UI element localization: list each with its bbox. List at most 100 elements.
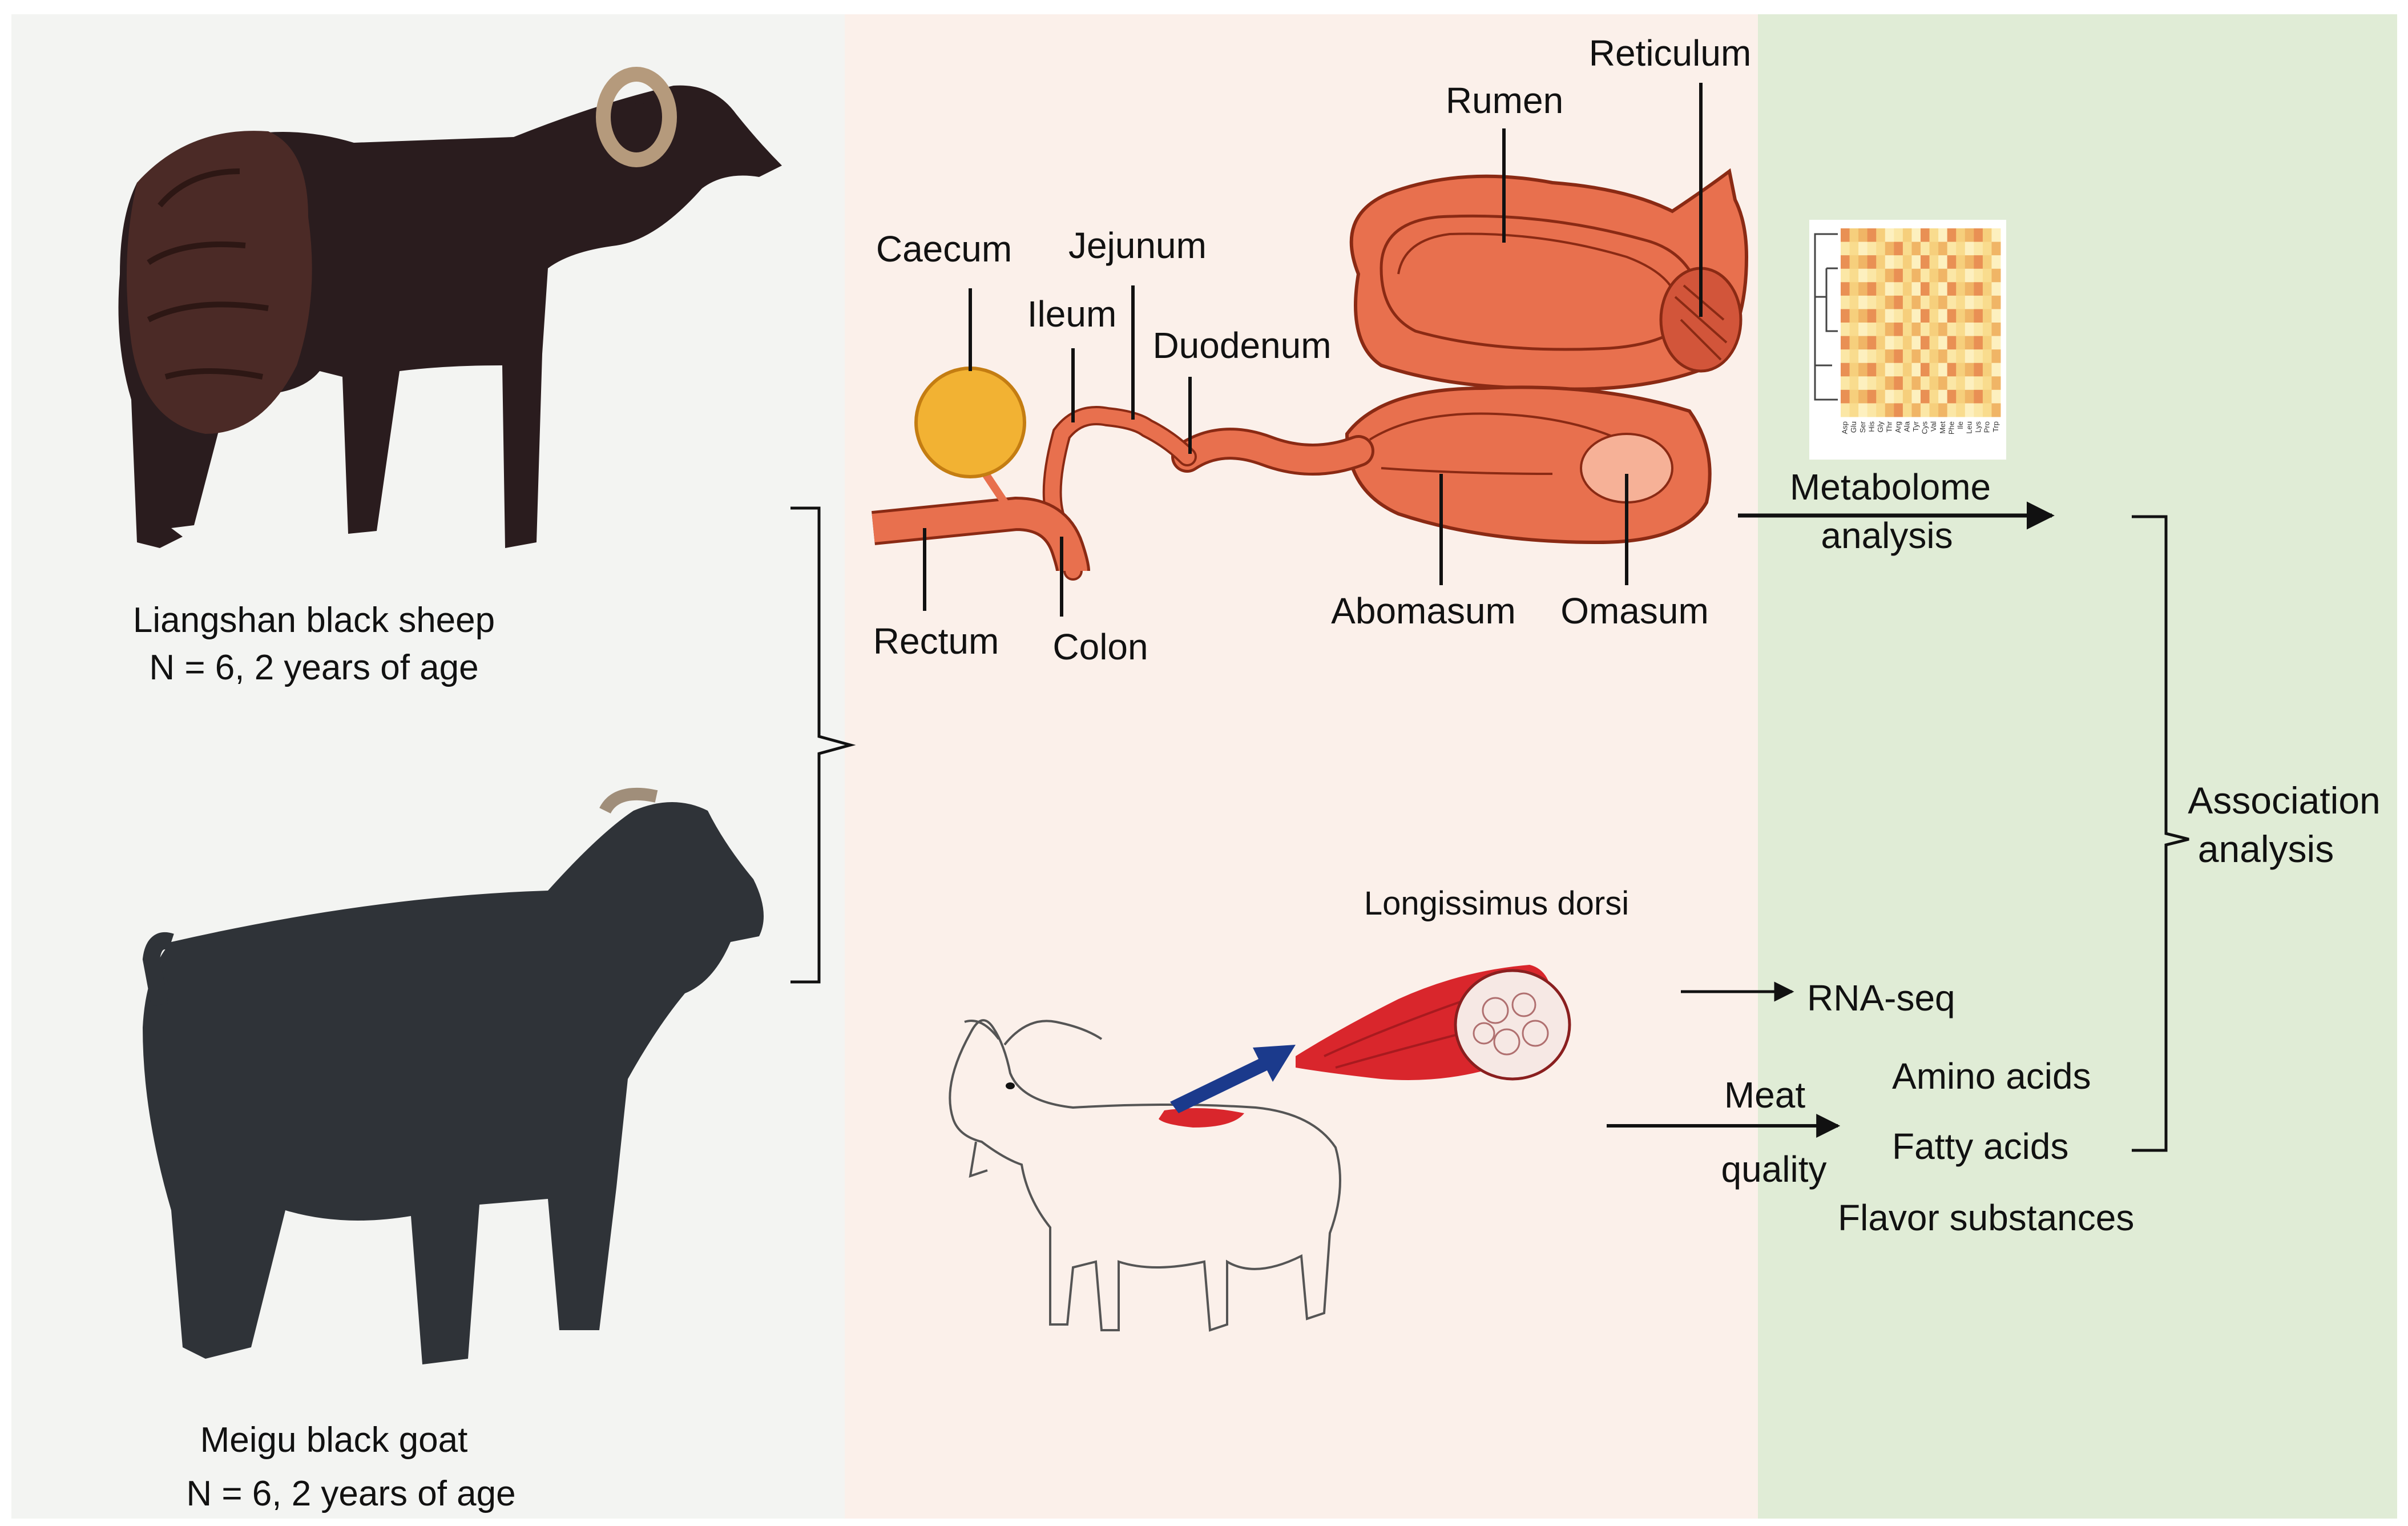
heatmap-cell [1858,323,1868,337]
heatmap-cell [1858,403,1868,417]
muscle-pointer-arrow [1170,1045,1296,1113]
heatmap-row-label: Ser [1858,421,1867,433]
heatmap-cell [1965,336,1974,350]
heatmap-cell [1965,323,1974,337]
heatmap-cell [1974,255,1983,269]
label-caecum: Caecum [876,228,1012,269]
heatmap-cell [1841,403,1850,417]
sheep-info-label: N = 6, 2 years of age [149,648,478,687]
association-brace [2132,515,2189,1152]
heatmap-cell [1849,228,1859,243]
heatmap-cell [1921,349,1930,364]
heatmap-cell [1885,403,1894,417]
heatmap-cell [1849,389,1859,404]
label-rnaseq: RNA-seq [1807,977,1955,1018]
goat-sketch-eye [1006,1082,1015,1089]
heatmap-cell [1902,323,1912,337]
heatmap-row-label: Ala [1903,421,1911,432]
heatmap-cell [1974,282,1983,296]
heatmap-cell [1867,268,1877,283]
label-jejunum: Jejunum [1068,225,1207,266]
heatmap-cell [1938,336,1948,350]
heatmap-cell [1902,228,1912,243]
label-amino-acids: Amino acids [1892,1056,2091,1097]
heatmap-cell [1867,309,1877,323]
goat-sketch [949,1019,1341,1332]
heatmap-cell [1956,389,1966,404]
heatmap-cell [1849,349,1859,364]
heatmap-cell [1876,389,1886,404]
label-association-analysis: analysis [2198,828,2334,870]
heatmap-cell [1858,282,1868,296]
heatmap-cell [1938,228,1948,243]
heatmap-cell [1894,363,1903,377]
heatmap-cell [1849,309,1859,323]
heatmap-cell [1911,363,1921,377]
heatmap-cell [1947,255,1957,269]
heatmap-cell [1885,268,1894,283]
heatmap-cell [1849,323,1859,337]
heatmap-cell [1911,336,1921,350]
heatmap-cell [1974,389,1983,404]
heatmap-cell [1956,336,1966,350]
heatmap-cell [1938,295,1948,309]
heatmap-cell [1911,389,1921,404]
heatmap-cell [1982,336,1992,350]
heatmap-cell [1982,268,1992,283]
heatmap-cell [1841,363,1850,377]
heatmap-cell [1974,376,1983,390]
heatmap-cell [1929,389,1939,404]
digestive-tract-illustration [872,168,1749,581]
heatmap-cell [1982,241,1992,256]
label-longissimus-dorsi: Longissimus dorsi [1364,885,1629,922]
heatmap-cell [1974,309,1983,323]
heatmap-cell [1858,295,1868,309]
heatmap-cell [1938,309,1948,323]
heatmap-row-label: Ile [1956,421,1965,429]
heatmap-cell [1885,323,1894,337]
heatmap-cell [1929,268,1939,283]
heatmap-cell [1921,336,1930,350]
heatmap-cell [1938,403,1948,417]
heatmap-row-label: Thr [1885,421,1893,432]
heatmap-cell [1938,349,1948,364]
heatmap-cell [1938,268,1948,283]
heatmap-cell [1885,349,1894,364]
heatmap-cell [1894,323,1903,337]
heatmap-cell [1876,268,1886,283]
label-metabolome-analysis: analysis [1821,515,1953,556]
heatmap-cell [1929,309,1939,323]
heatmap-cell [1965,376,1974,390]
heatmap-cell [1965,309,1974,323]
label-meat: Meat [1724,1074,1806,1116]
heatmap-cell [1841,323,1850,337]
heatmap-cell [1982,323,1992,337]
heatmap-cell [1991,389,2001,404]
heatmap-row-label: Val [1929,421,1938,432]
heatmap-cell [1841,282,1850,296]
heatmap-cell [1929,255,1939,269]
muscle-illustration [1296,965,1571,1081]
heatmap-cell [1965,403,1974,417]
heatmap-cell [1947,363,1957,377]
label-abomasum: Abomasum [1331,590,1516,631]
heatmap-cell [1911,376,1921,390]
heatmap-cell [1938,282,1948,296]
heatmap-cell [1902,241,1912,256]
heatmap-cell [1902,363,1912,377]
heatmap-cell [1921,282,1930,296]
heatmap-cell [1876,403,1886,417]
heatmap-row-label: Met [1938,421,1947,434]
heatmap-cell [1858,309,1868,323]
heatmap-cell [1849,268,1859,283]
heatmap-cell [1841,228,1850,243]
heatmap-cell [1947,376,1957,390]
heatmap-cell [1956,268,1966,283]
label-association: Association [2188,779,2381,822]
heatmap-cell [1921,241,1930,256]
heatmap-cell [1947,282,1957,296]
heatmap-cell [1885,228,1894,243]
animals-brace [790,506,856,984]
heatmap-cell [1947,349,1957,364]
heatmap-cell [1974,349,1983,364]
